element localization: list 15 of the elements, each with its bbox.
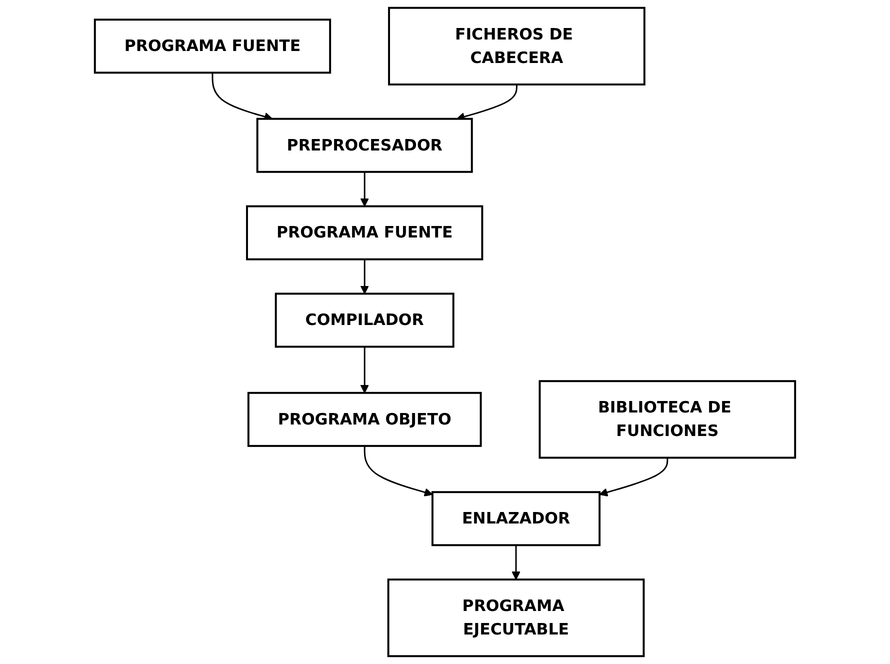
node-box: PROGRAMA OBJETO: [247, 392, 482, 447]
arrow: [360, 346, 369, 394]
node-box: PROGRAMA EJECUTABLE: [387, 578, 645, 658]
node-box: PROGRAMA FUENTE: [246, 205, 484, 260]
node-box: BIBLIOTECA DE FUNCIONES: [538, 380, 796, 459]
arrow: [512, 545, 520, 580]
arrow: [360, 259, 369, 294]
arrow: [360, 172, 369, 207]
arrow: [364, 446, 433, 496]
node-box: PROGRAMA FUENTE: [94, 18, 332, 74]
node-box: COMPILADOR: [274, 292, 454, 348]
node-box: PREPROCESADOR: [256, 118, 473, 173]
node-box: ENLAZADOR: [432, 491, 601, 546]
node-box: FICHEROS DE CABECERA: [388, 6, 646, 86]
arrow: [599, 458, 668, 496]
